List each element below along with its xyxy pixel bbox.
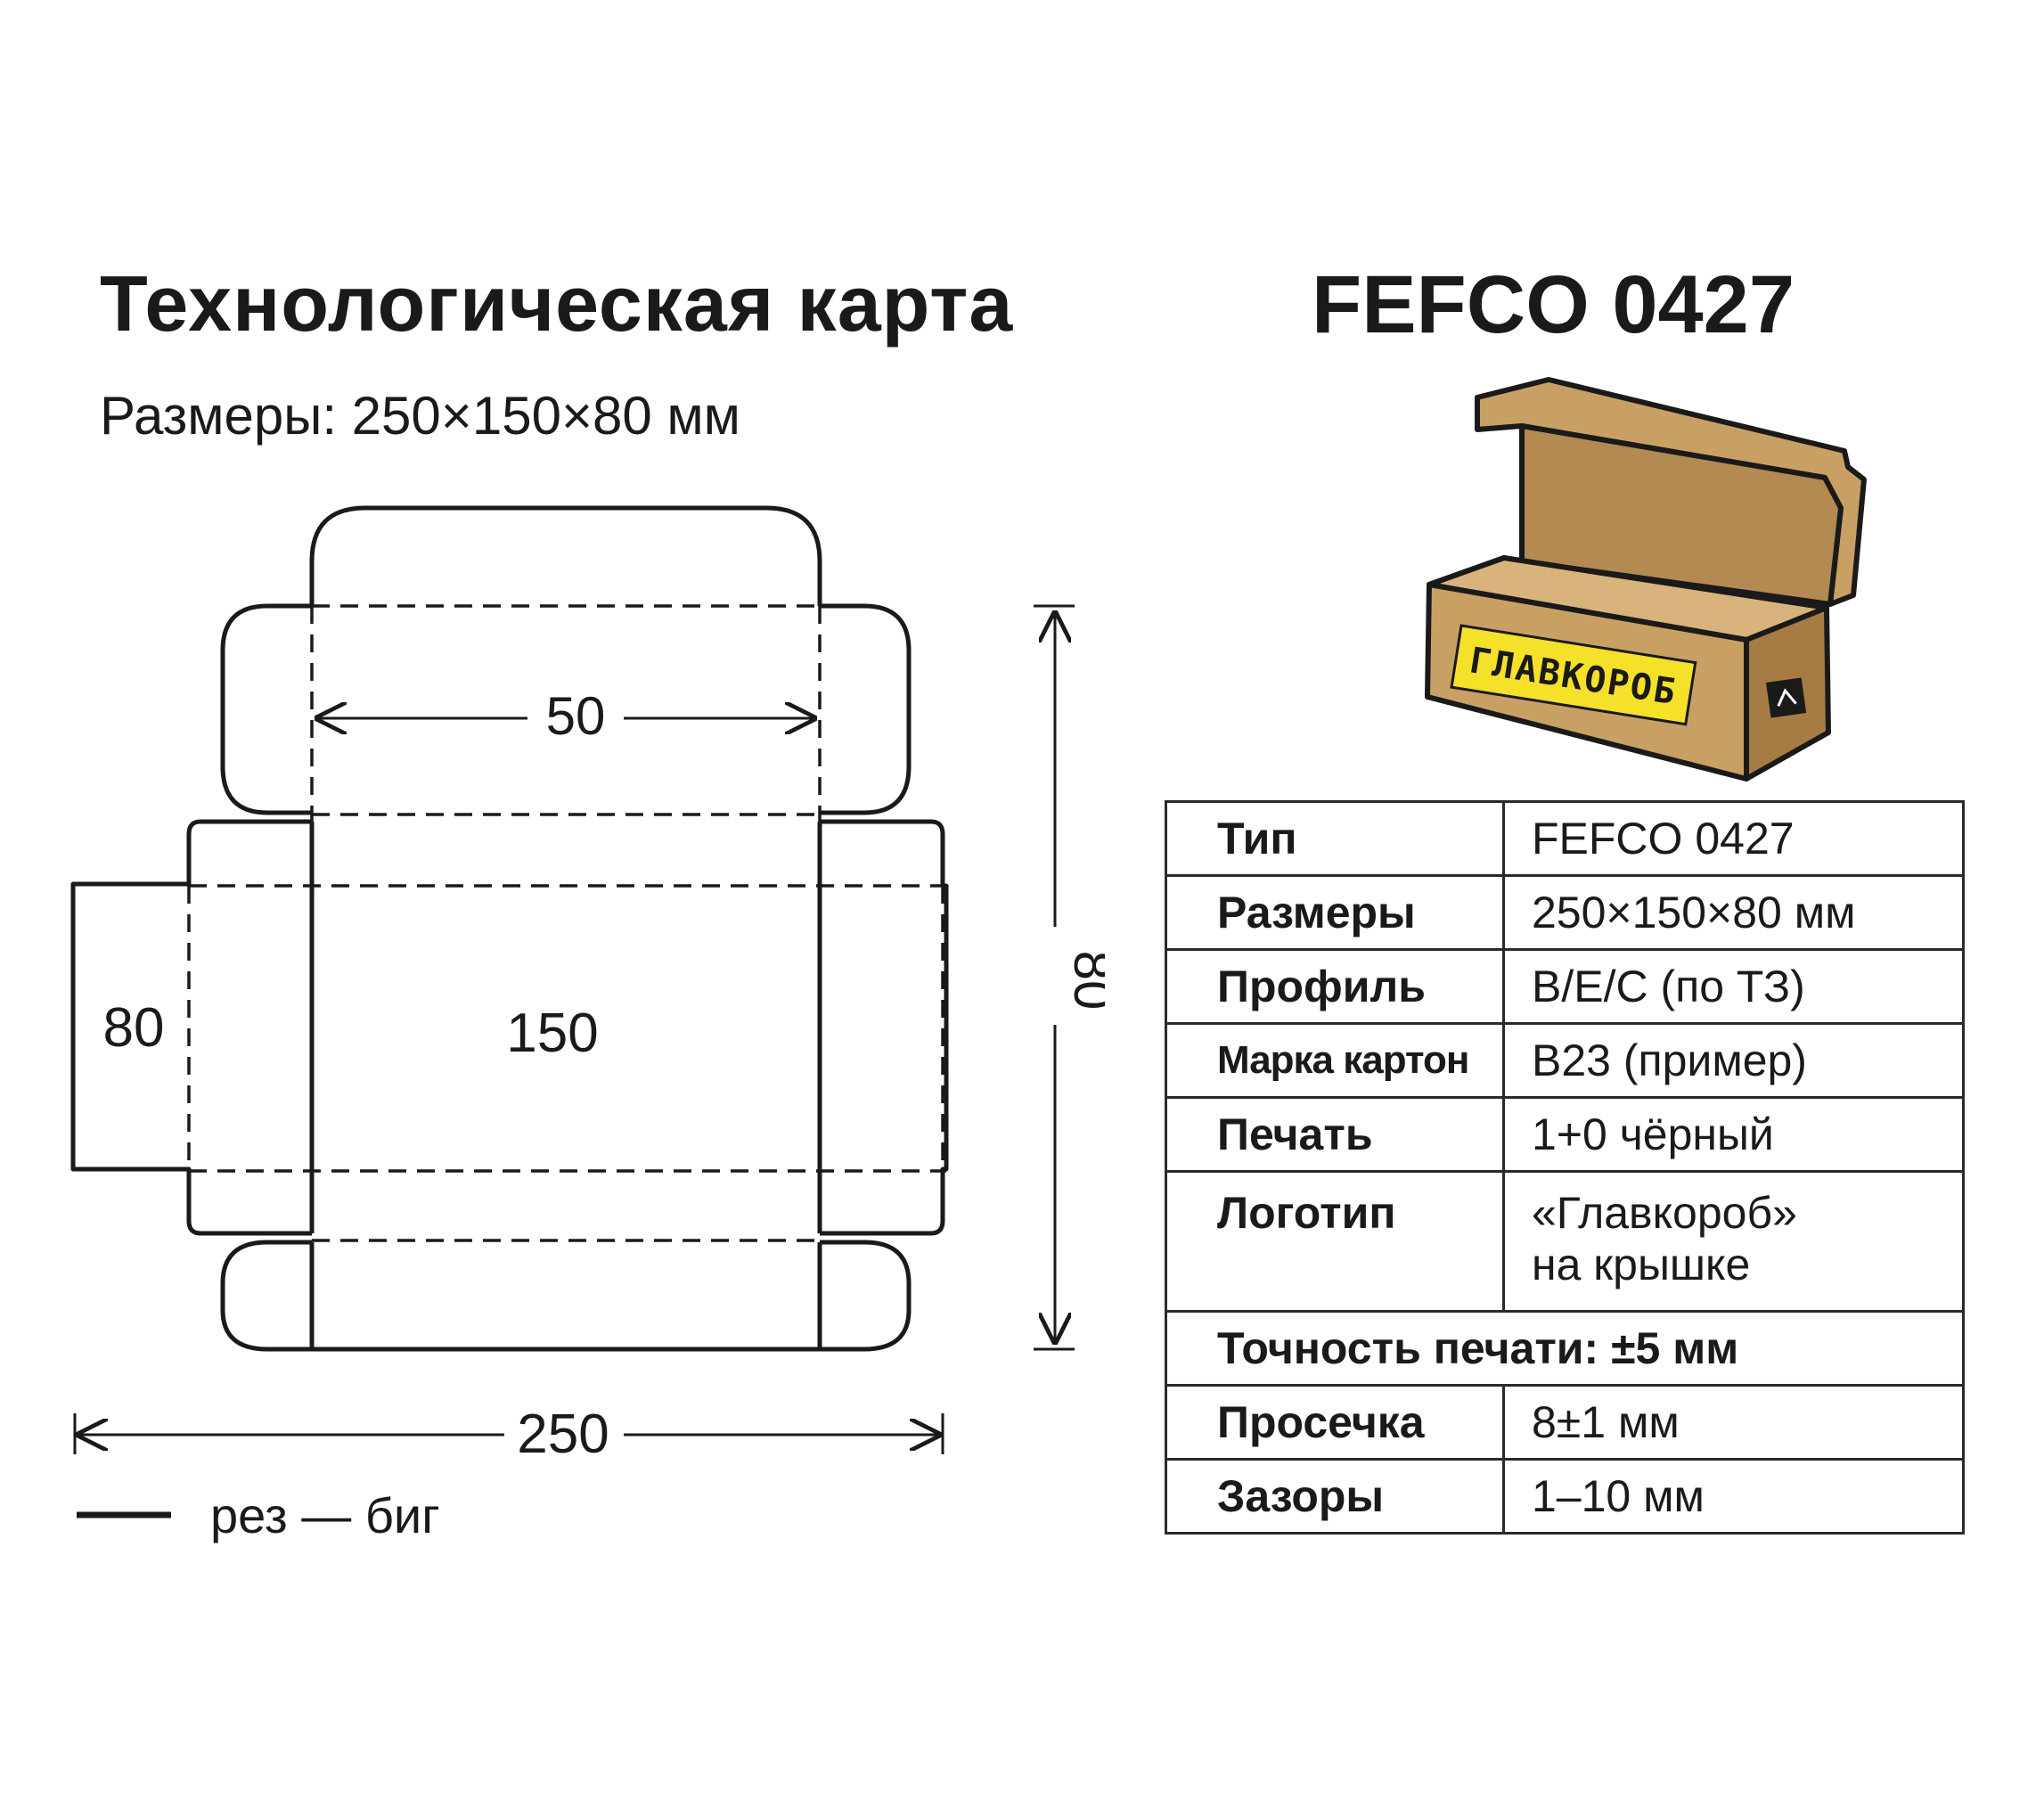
- table-row: Марка картон B23 (пример): [1165, 1022, 1965, 1099]
- model-code: FEFCO 0427: [1312, 259, 1795, 350]
- side-logo-icon: [1766, 677, 1807, 718]
- spec-value: B/E/C (по ТЗ): [1502, 948, 1965, 1025]
- spec-value: 8±1 мм: [1502, 1384, 1965, 1461]
- spec-key: Тип: [1165, 800, 1505, 877]
- spec-value: 1–10 мм: [1502, 1458, 1965, 1535]
- spec-value-line: на крышке: [1532, 1240, 1751, 1289]
- spec-key: Профиль: [1165, 948, 1505, 1025]
- top-right-tab: [820, 603, 912, 815]
- spec-value: 1+0 чёрный: [1502, 1096, 1965, 1173]
- spec-key: Марка картон: [1165, 1022, 1505, 1099]
- spec-key: Логотип: [1165, 1170, 1505, 1313]
- dim-center-label: 150: [506, 1003, 598, 1064]
- page-title: Технологическая карта: [100, 259, 1014, 348]
- logo-label: [1450, 624, 1697, 726]
- dim-height-label: 80: [1063, 951, 1105, 1011]
- spec-table: Тип FEFCO 0427 Размеры 250×150×80 мм Про…: [1165, 800, 1965, 1535]
- lid-flap: [309, 505, 822, 606]
- dim-top-label: 50: [546, 686, 606, 746]
- table-row: Профиль B/E/C (по ТЗ): [1165, 948, 1965, 1025]
- spec-key: Размеры: [1165, 874, 1505, 951]
- spec-value: «Главкороб» на крышке: [1502, 1170, 1965, 1313]
- spec-key: Печать: [1165, 1096, 1505, 1173]
- right-side-outer: [820, 819, 949, 1236]
- spec-value: B23 (пример): [1502, 1022, 1965, 1099]
- bottom-right-tab: [820, 1240, 912, 1352]
- table-row: Размеры 250×150×80 мм: [1165, 874, 1965, 951]
- spec-key: Просечка: [1165, 1384, 1505, 1461]
- spec-key: Зазоры: [1165, 1458, 1505, 1535]
- dieline-diagram: 50 150 80 80 250: [70, 505, 1105, 1518]
- dim-side-label: 80: [103, 997, 165, 1059]
- dimensions-subtitle: Размеры: 250×150×80 мм: [100, 386, 740, 446]
- spec-value: 250×150×80 мм: [1502, 874, 1965, 951]
- legend-text: рез — биг: [210, 1487, 440, 1543]
- table-row: Зазоры 1–10 мм: [1165, 1458, 1965, 1535]
- table-row: Печать 1+0 чёрный: [1165, 1096, 1965, 1173]
- box-illustration: ГЛАВКОРОБ: [1425, 377, 1867, 782]
- dim-bottom-label: 250: [517, 1404, 609, 1465]
- table-row: Точность печати: ±5 мм: [1165, 1310, 1965, 1387]
- spec-full-row: Точность печати: ±5 мм: [1165, 1310, 1965, 1387]
- bottom-left-tab: [220, 1240, 312, 1352]
- table-row: Тип FEFCO 0427: [1165, 800, 1965, 877]
- table-row: Логотип «Главкороб» на крышке: [1165, 1170, 1965, 1313]
- spec-value-line: «Главкороб»: [1532, 1188, 1797, 1238]
- spec-value: FEFCO 0427: [1502, 800, 1965, 877]
- top-left-tab: [220, 603, 312, 815]
- left-side-outer: [70, 819, 312, 1236]
- table-row: Просечка 8±1 мм: [1165, 1384, 1965, 1461]
